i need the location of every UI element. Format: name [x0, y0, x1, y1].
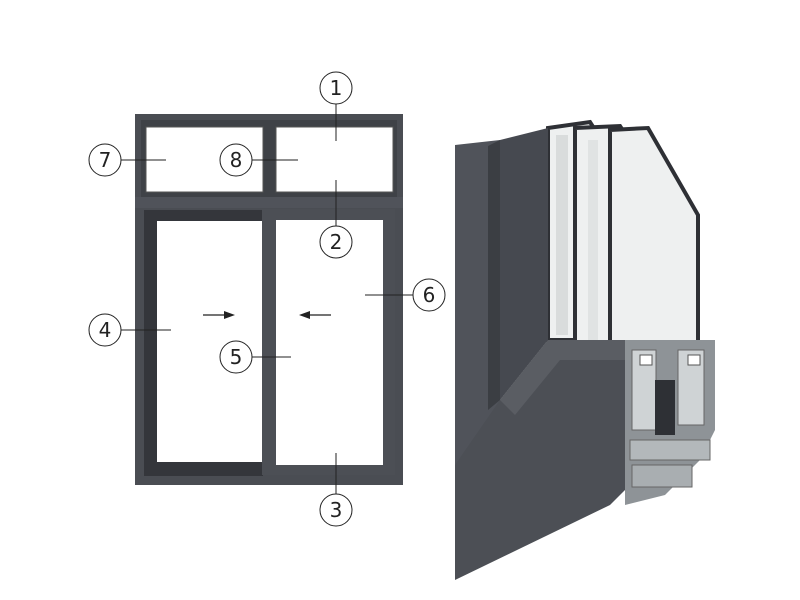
callout-4: 4	[88, 313, 122, 347]
callout-label: 2	[330, 230, 343, 254]
callout-7: 7	[88, 143, 122, 177]
leader-lines	[121, 104, 413, 494]
callout-1: 1	[319, 71, 353, 105]
callout-label: 4	[99, 318, 112, 342]
callout-3: 3	[319, 493, 353, 527]
slide-right-arrow-icon	[203, 311, 235, 319]
glass-panes	[546, 119, 700, 352]
callout-2: 2	[319, 225, 353, 259]
profile-cut	[625, 340, 715, 505]
callout-label: 3	[330, 498, 343, 522]
window-elevation	[135, 114, 403, 485]
callout-8: 8	[219, 143, 253, 177]
callout-label: 7	[99, 148, 112, 172]
callout-6: 6	[412, 278, 446, 312]
bottom-frame	[455, 340, 625, 580]
callout-label: 8	[230, 148, 243, 172]
callout-label: 1	[330, 76, 343, 100]
callout-label: 5	[230, 345, 243, 369]
right-sash-glass	[276, 220, 383, 465]
slide-left-arrow-icon	[299, 311, 331, 319]
left-sash-glass	[157, 221, 263, 462]
callout-label: 6	[423, 283, 436, 307]
profile-section-3d	[455, 119, 715, 580]
callout-5: 5	[219, 340, 253, 374]
transom-bar	[135, 197, 403, 208]
